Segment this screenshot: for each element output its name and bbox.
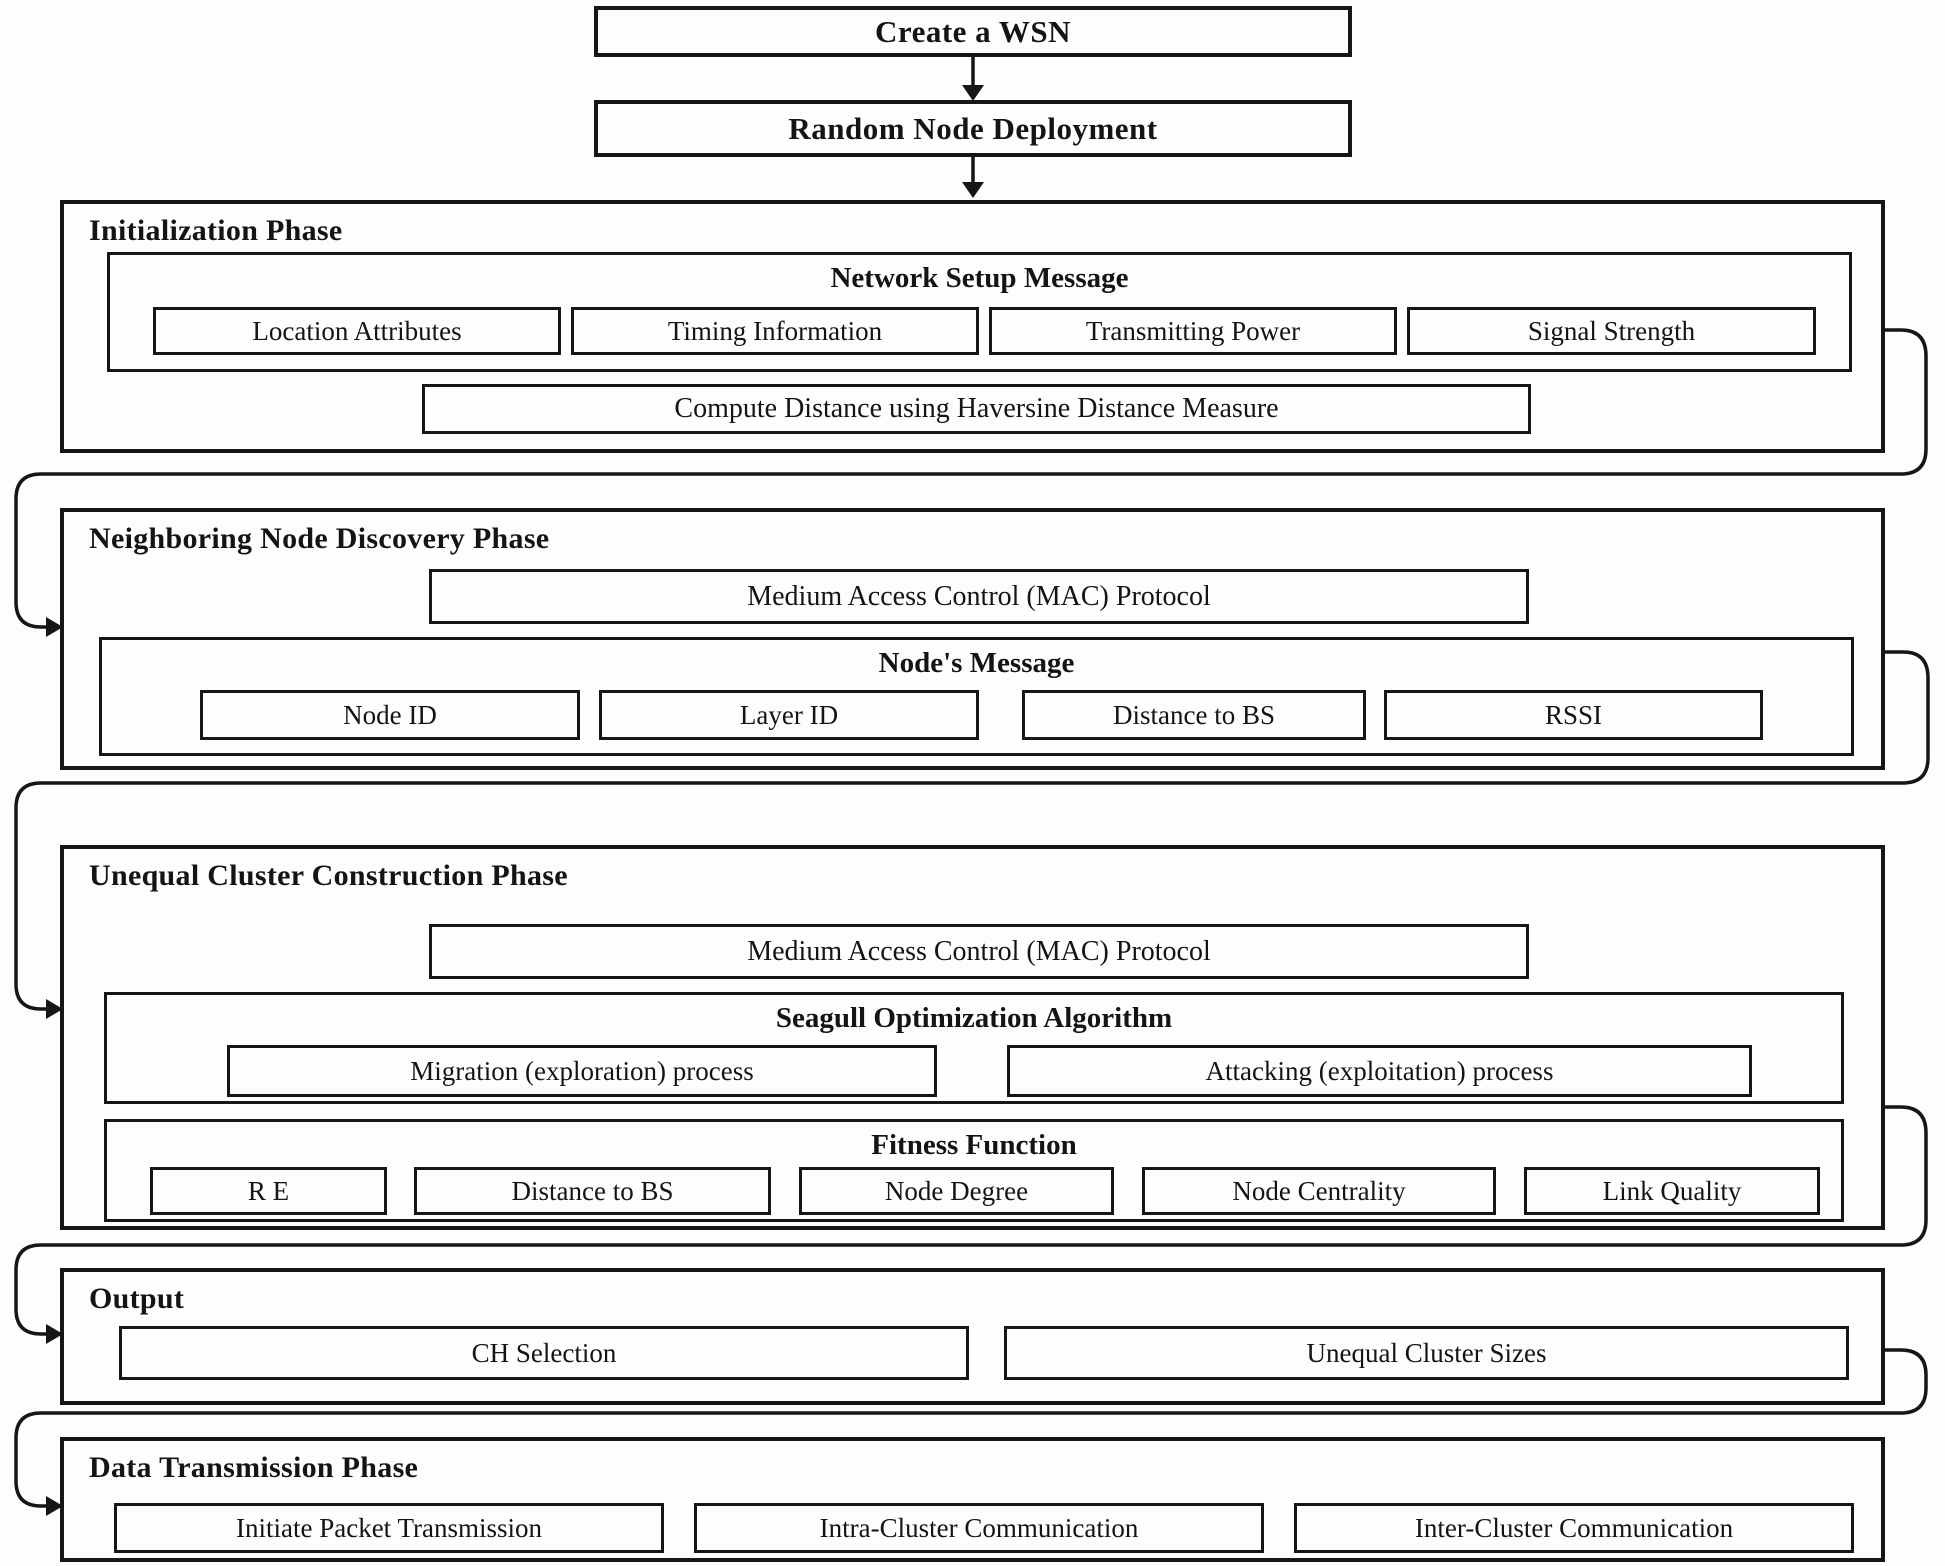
group-fitness-function: Fitness Function R E Distance to BS Node… — [104, 1119, 1844, 1222]
node-node-centrality: Node Centrality — [1142, 1167, 1496, 1215]
arrow-down-icon — [962, 57, 984, 101]
arrow-right-icon — [46, 999, 63, 1019]
phase-output: Output CH Selection Unequal Cluster Size… — [60, 1268, 1885, 1405]
group-title: Network Setup Message — [830, 262, 1129, 294]
group-title: Seagull Optimization Algorithm — [775, 1002, 1173, 1034]
node-unequal-cluster-sizes: Unequal Cluster Sizes — [1004, 1326, 1849, 1380]
group-seagull-optimization: Seagull Optimization Algorithm Migration… — [104, 992, 1844, 1104]
node-mac-protocol: Medium Access Control (MAC) Protocol — [429, 924, 1529, 979]
step-random-node-deployment: Random Node Deployment — [594, 100, 1352, 157]
arrow-right-icon — [46, 1324, 63, 1344]
node-ch-selection: CH Selection — [119, 1326, 969, 1380]
phase-title: Unequal Cluster Construction Phase — [89, 859, 568, 892]
group-title: Fitness Function — [871, 1129, 1077, 1161]
node-node-degree: Node Degree — [799, 1167, 1114, 1215]
arrow-right-icon — [46, 1496, 63, 1516]
group-nodes-message: Node's Message Node ID Layer ID Distance… — [99, 637, 1854, 756]
node-signal-strength: Signal Strength — [1407, 307, 1816, 355]
node-rssi: RSSI — [1384, 690, 1763, 740]
node-timing-information: Timing Information — [571, 307, 979, 355]
phase-unequal-cluster-construction: Unequal Cluster Construction Phase Mediu… — [60, 845, 1885, 1230]
node-inter-cluster-communication: Inter-Cluster Communication — [1294, 1503, 1854, 1553]
node-mac-protocol: Medium Access Control (MAC) Protocol — [429, 569, 1529, 624]
phase-title: Initialization Phase — [89, 214, 343, 247]
phase-neighboring-node-discovery: Neighboring Node Discovery Phase Medium … — [60, 508, 1885, 770]
node-migration-process: Migration (exploration) process — [227, 1045, 937, 1097]
wrap-connector-4 — [14, 1348, 1928, 1516]
group-network-setup-message: Network Setup Message Location Attribute… — [107, 252, 1852, 372]
group-title: Node's Message — [878, 647, 1075, 679]
node-link-quality: Link Quality — [1524, 1167, 1820, 1215]
phase-data-transmission: Data Transmission Phase Initiate Packet … — [60, 1437, 1885, 1562]
phase-initialization: Initialization Phase Network Setup Messa… — [60, 200, 1885, 453]
node-distance-to-bs: Distance to BS — [414, 1167, 771, 1215]
node-attacking-process: Attacking (exploitation) process — [1007, 1045, 1752, 1097]
step-create-wsn: Create a WSN — [594, 6, 1352, 57]
node-distance-to-bs: Distance to BS — [1022, 690, 1366, 740]
node-layer-id: Layer ID — [599, 690, 979, 740]
node-initiate-packet-transmission: Initiate Packet Transmission — [114, 1503, 664, 1553]
wrap-connector-2 — [14, 650, 1930, 1019]
node-residual-energy: R E — [150, 1167, 387, 1215]
node-intra-cluster-communication: Intra-Cluster Communication — [694, 1503, 1264, 1553]
node-node-id: Node ID — [200, 690, 580, 740]
phase-title: Neighboring Node Discovery Phase — [89, 522, 550, 555]
node-location-attributes: Location Attributes — [153, 307, 561, 355]
node-transmitting-power: Transmitting Power — [989, 307, 1397, 355]
wrap-connector-1 — [14, 328, 1928, 637]
phase-title: Output — [89, 1282, 185, 1315]
wrap-connector-3 — [14, 1105, 1928, 1344]
node-compute-distance: Compute Distance using Haversine Distanc… — [422, 384, 1531, 434]
arrow-down-icon — [962, 157, 984, 198]
phase-title: Data Transmission Phase — [89, 1451, 419, 1484]
arrow-right-icon — [46, 617, 63, 637]
